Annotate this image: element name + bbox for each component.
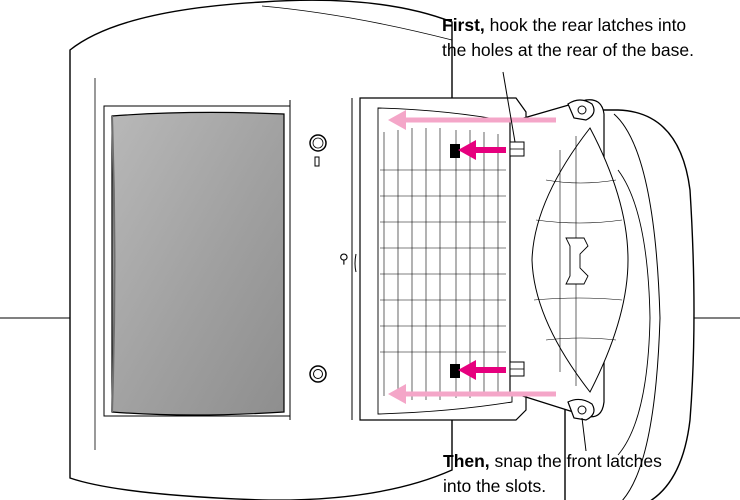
light-arrow-top <box>388 110 556 130</box>
bezel-curve-top <box>261 5 453 41</box>
rear-hole-top <box>450 144 460 158</box>
front-latch-tab <box>509 361 525 377</box>
front-latch-hook <box>567 398 595 421</box>
light-arrow-bottom <box>388 384 556 404</box>
callout-first-rest: hook the rear latches into <box>484 15 687 35</box>
callout-then-rest: snap the front latches <box>489 451 662 471</box>
monitor-rear-bulge <box>617 169 651 456</box>
callout-first-line2: the holes at the rear of the base. <box>442 40 694 60</box>
callout-then-line2: into the slots. <box>443 476 547 496</box>
power-indicator-light <box>314 156 320 167</box>
leader-line-then <box>581 417 587 452</box>
monitor-rear-ridge <box>613 113 661 500</box>
base-opening-inner <box>377 107 513 415</box>
screen-glass <box>111 111 285 416</box>
swivel-center-clip <box>565 237 589 285</box>
front-slot-bottom <box>450 364 460 378</box>
power-button <box>309 134 327 152</box>
bottom-control-knob <box>309 365 327 383</box>
callout-then: Then, snap the front latches into the sl… <box>443 449 662 499</box>
strong-arrow-top <box>458 140 506 160</box>
callout-first-lead: First, <box>442 15 485 35</box>
callout-then-line1: Then, snap the front latches <box>443 449 662 474</box>
callout-then-lead: Then, <box>443 451 490 471</box>
rear-latch-tab <box>509 141 525 157</box>
callout-first-line1: First, hook the rear latches into <box>442 13 694 38</box>
leader-line-first <box>502 71 516 143</box>
callout-first: First, hook the rear latches into the ho… <box>442 13 694 63</box>
power-button-inner <box>312 137 324 149</box>
base-vent-grid <box>380 128 506 400</box>
strong-arrow-bottom <box>458 360 506 380</box>
screen-bevel <box>111 115 116 413</box>
bottom-control-knob-inner <box>313 369 323 379</box>
headphone-port-icon: ⚲ <box>339 252 349 267</box>
rear-latch-hook <box>567 99 595 121</box>
side-slot <box>354 253 357 273</box>
